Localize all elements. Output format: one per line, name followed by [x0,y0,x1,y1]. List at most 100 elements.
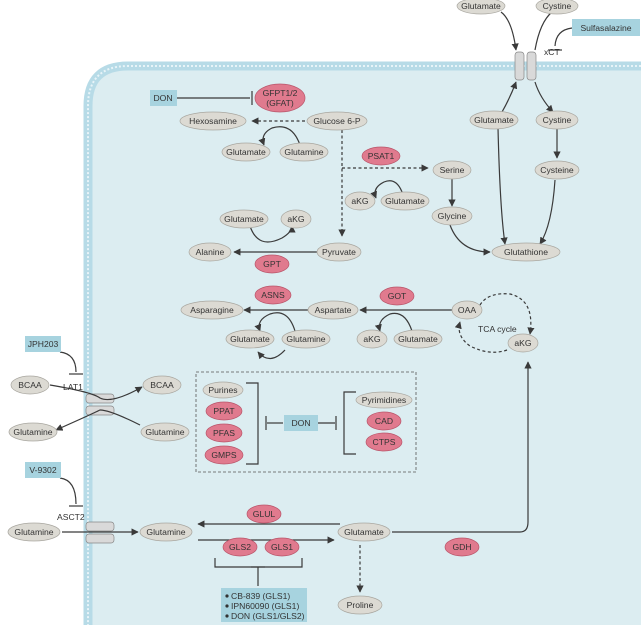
asct2-transporter [85,521,115,544]
svg-text:Glutamate: Glutamate [474,115,514,125]
enzyme-got: GOT [379,286,415,306]
svg-text:Glutathione: Glutathione [504,247,548,257]
enzyme-gls2: GLS2 [222,537,258,557]
svg-text:Proline: Proline [347,600,374,610]
metabolite-akg-psat: aKG [344,191,376,211]
svg-text:BCAA: BCAA [18,380,42,390]
gls-drug-ipn60090: IPN60090 (GLS1) [231,601,299,611]
enzyme-psat1: PSAT1 [361,146,401,166]
enzyme-cad: CAD [366,411,402,431]
metabolite-cystine-in: Cystine [535,110,579,130]
enzyme-gls1: GLS1 [264,537,300,557]
metabolite-cystine-out: Cystine [535,0,579,15]
metabolite-akg-tca: aKG [507,333,539,353]
enzyme-asns: ASNS [254,285,292,305]
inhibitor-gls-drugs: CB-839 (GLS1) IPN60090 (GLS1) DON (GLS1/… [221,588,307,622]
svg-text:GDH: GDH [452,542,471,552]
svg-text:Asparagine: Asparagine [190,305,234,315]
svg-text:Aspartate: Aspartate [315,305,352,315]
svg-text:Glutamate: Glutamate [230,334,270,344]
svg-text:Glutamine: Glutamine [145,427,184,437]
enzyme-pfas: PFAS [205,423,243,443]
enzyme-ctps: CTPS [365,432,403,452]
pathway-edges [49,11,573,593]
svg-text:aKG: aKG [287,214,305,224]
metabolite-glutamine-lat-in: Glutamine [140,422,190,442]
svg-text:BCAA: BCAA [150,380,174,390]
enzyme-gpt: GPT [254,254,290,274]
metabolite-glutamate-hex: Glutamate [221,142,271,162]
metabolite-glutamine-hex: Glutamine [279,142,329,162]
metabolite-serine: Serine [432,160,472,180]
svg-text:GPT: GPT [263,259,281,269]
svg-text:GOT: GOT [388,291,407,301]
metabolite-glutathione: Glutathione [491,242,561,262]
metabolite-alanine: Alanine [188,242,232,262]
svg-text:Glycine: Glycine [438,211,467,221]
svg-text:Glutamine: Glutamine [14,527,53,537]
gls-drug-don: DON (GLS1/GLS2) [231,611,305,621]
metabolite-glutamate-out: Glutamate [456,0,506,15]
svg-text:ASNS: ASNS [261,290,285,300]
metabolite-akg-gpt: aKG [280,209,312,229]
svg-text:Glutamate: Glutamate [398,334,438,344]
svg-text:Serine: Serine [440,165,465,175]
svg-text:PPAT: PPAT [213,406,235,416]
svg-text:GFPT1/2: GFPT1/2 [263,88,298,98]
enzyme-ppat: PPAT [205,401,243,421]
metabolite-glucose-6-p: Glucose 6-P [306,111,368,131]
metabolite-cysteine: Cysteine [534,160,580,180]
svg-text:V-9302: V-9302 [29,465,56,475]
metabolite-glutamine-asns: Glutamine [281,329,331,349]
svg-text:Glutamate: Glutamate [385,196,425,206]
svg-text:Cysteine: Cysteine [540,165,574,175]
svg-text:DON: DON [153,93,172,103]
svg-text:aKG: aKG [514,338,532,348]
svg-text:CAD: CAD [375,416,393,426]
xct-label: xCT [544,47,561,57]
metabolite-glutamate-main: Glutamate [337,522,391,542]
lat1-label: LAT1 [63,382,83,392]
asct2-label: ASCT2 [57,512,85,522]
metabolite-akg-got: aKG [356,329,388,349]
svg-text:Pyrimidines: Pyrimidines [362,395,406,405]
xct-transporter [514,51,537,81]
svg-text:CTPS: CTPS [373,437,396,447]
metabolite-glutamate-gpt: Glutamate [219,209,269,229]
svg-text:GMPS: GMPS [211,450,237,460]
svg-text:Hexosamine: Hexosamine [189,116,237,126]
inhibitor-jph203: JPH203 [25,336,61,352]
metabolite-glutamate-in: Glutamate [469,110,519,130]
metabolite-glutamine-lat-out: Glutamine [8,422,58,442]
svg-text:Cystine: Cystine [543,1,572,11]
enzyme-gfpt: GFPT1/2 (GFAT) [254,83,306,113]
svg-text:Alanine: Alanine [196,247,225,257]
svg-text:Pyruvate: Pyruvate [322,247,356,257]
metabolite-proline: Proline [337,595,383,615]
svg-text:GLS2: GLS2 [229,542,251,552]
svg-text:Purines: Purines [208,385,237,395]
metabolite-glutamine-asct-out: Glutamine [7,522,61,542]
svg-text:JPH203: JPH203 [28,339,59,349]
svg-text:aKG: aKG [351,196,369,206]
svg-text:Glutamine: Glutamine [286,334,325,344]
svg-text:aKG: aKG [363,334,381,344]
svg-text:Glutamine: Glutamine [13,427,52,437]
inhibitor-don-nucleotide: DON [284,415,318,431]
svg-text:Glutamate: Glutamate [344,527,384,537]
svg-text:Glutamine: Glutamine [146,527,185,537]
metabolite-glutamate-psat: Glutamate [380,191,430,211]
svg-text:Glucose 6-P: Glucose 6-P [313,116,361,126]
inhibitor-don-gfpt: DON [150,90,177,106]
metabolite-glutamate-asns: Glutamate [225,329,275,349]
metabolite-bcaa-in: BCAA [142,375,182,395]
metabolite-purines: Purines [202,381,244,399]
svg-text:Glutamate: Glutamate [226,147,266,157]
enzyme-gmps: GMPS [204,445,244,465]
inhibitor-sulfasalazine: Sulfasalazine [572,19,640,36]
svg-text:OAA: OAA [458,305,476,315]
metabolite-bcaa-out: BCAA [10,375,50,395]
enzyme-glul: GLUL [246,504,282,524]
metabolite-asparagine: Asparagine [180,300,244,320]
svg-text:Glutamine: Glutamine [284,147,323,157]
